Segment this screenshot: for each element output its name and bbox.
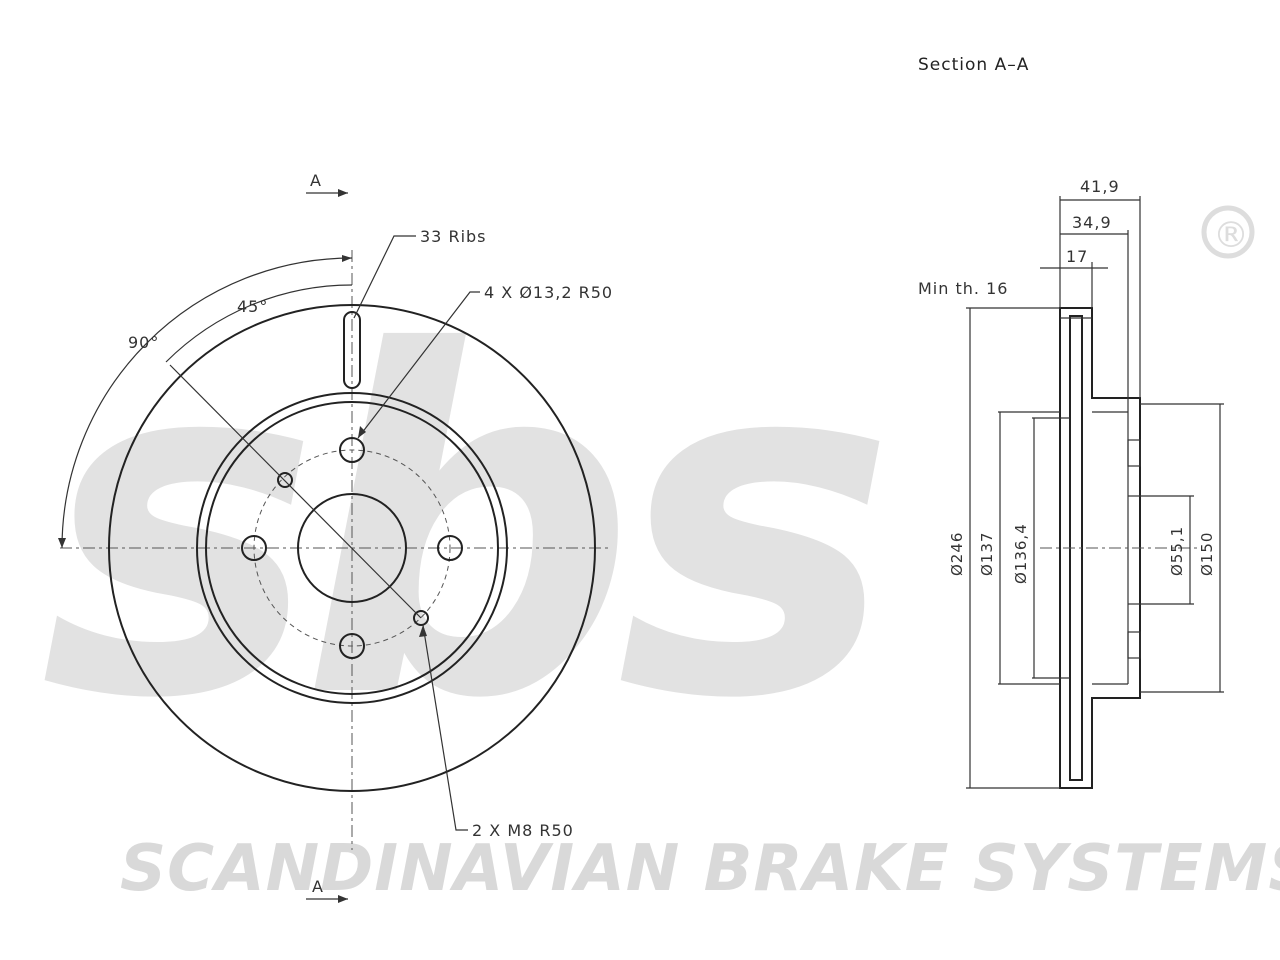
holes-leader — [357, 291, 480, 439]
section-stud-hole-top — [1127, 439, 1141, 467]
thread-hole-upper — [277, 472, 293, 488]
logo-letters: sbs — [40, 254, 881, 801]
dim-419-label: 41,9 — [1080, 177, 1120, 196]
front-view: 90° 45° 33 Ribs 4 X Ø13,2 R50 2 X M8 R50… — [58, 171, 613, 903]
section-profile-outline — [1059, 307, 1141, 789]
thread-hole-lower — [413, 610, 429, 626]
section-marker-top: A — [310, 171, 322, 190]
company-name-watermark: SCANDINAVIAN BRAKE SYSTEMS — [120, 832, 1280, 906]
angle-arc-90 — [61, 257, 353, 549]
threads-leader-arrow — [419, 625, 427, 637]
angle-90-label: 90° — [128, 333, 159, 352]
registered-mark: ® — [1213, 215, 1249, 256]
dim-137-label: Ø137 — [978, 532, 996, 576]
stud-hole-top — [339, 437, 365, 463]
dim-150-label: Ø150 — [1198, 532, 1216, 576]
diagonal-45-line — [169, 364, 422, 619]
dim-1364-label: Ø136,4 — [1012, 523, 1030, 584]
ribs-label: 33 Ribs — [420, 227, 487, 246]
bolt-circle — [253, 449, 451, 647]
center-bore — [297, 493, 407, 603]
section-arrow-top — [338, 189, 348, 197]
sbs-watermark-logo: sbs — [40, 254, 901, 801]
section-stud-hole-bottom — [1127, 631, 1141, 659]
angle-arc-45 — [165, 284, 353, 363]
stud-hole-left — [241, 535, 267, 561]
ribs-leader — [353, 235, 416, 319]
section-arrow-bottom — [338, 895, 348, 903]
dim-246-label: Ø246 — [948, 532, 966, 576]
angle-45-label: 45° — [237, 297, 268, 316]
stud-hole-bottom — [339, 633, 365, 659]
hat-outer-circle — [196, 392, 508, 704]
threads-label: 2 X M8 R50 — [472, 821, 574, 840]
vent-rib-slot — [343, 311, 361, 389]
threads-leader — [422, 624, 468, 831]
dim-551-label: Ø55,1 — [1168, 526, 1186, 576]
stud-hole-right — [437, 535, 463, 561]
vent-channel — [1069, 315, 1083, 781]
holes-leader-arrow — [358, 426, 366, 438]
holes-label: 4 X Ø13,2 R50 — [484, 283, 613, 302]
dim-17-label: 17 — [1066, 247, 1088, 266]
arc-arrow-left — [58, 538, 66, 548]
dim-349-label: 34,9 — [1072, 213, 1112, 232]
section-title: Section A–A — [918, 55, 1029, 75]
min-thickness-label: Min th. 16 — [918, 279, 1008, 298]
section-marker-bottom: A — [312, 877, 324, 896]
section-view: Section A–A 41,9 34,9 17 Min th. 16 — [918, 55, 1224, 789]
registered-mark-icon: ® — [1201, 205, 1255, 259]
outer-rotor-edge — [108, 304, 596, 792]
arc-arrow-top — [342, 255, 352, 262]
hat-inner-circle — [205, 401, 499, 695]
